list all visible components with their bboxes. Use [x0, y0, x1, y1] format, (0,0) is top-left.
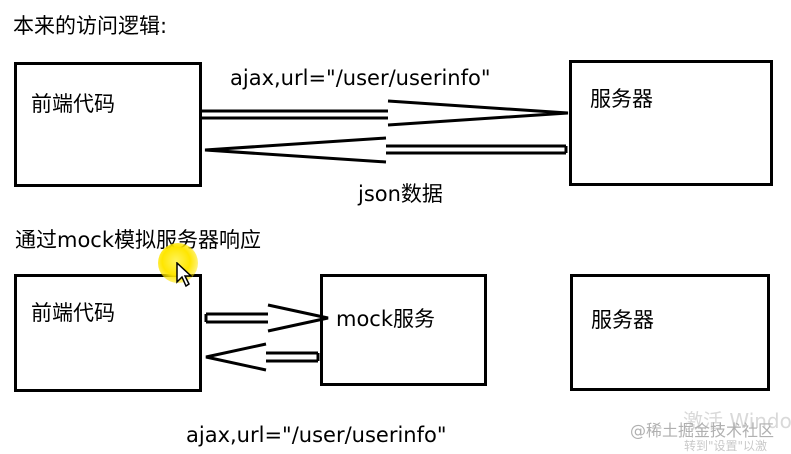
frontend-box-2: 前端代码 [14, 274, 202, 392]
activate-windows-subtext: 转到"设置"以激 [684, 439, 768, 453]
frontend-label-2: 前端代码 [31, 301, 115, 325]
server-label-1: 服务器 [590, 87, 653, 111]
request-label-1: ajax,url="/user/userinfo" [230, 66, 491, 90]
frontend-box-1: 前端代码 [14, 62, 202, 187]
response-arrow-1 [204, 136, 568, 164]
server-label-2: 服务器 [591, 308, 654, 332]
request-arrow-1 [202, 99, 569, 127]
activate-windows-text: 激活 Windo [683, 409, 791, 433]
response-arrow-2 [205, 342, 320, 372]
request-arrow-2 [204, 303, 329, 333]
mouse-pointer-icon [176, 262, 192, 288]
request-label-2: ajax,url="/user/userinfo" [186, 423, 447, 447]
frontend-label-1: 前端代码 [31, 92, 115, 116]
section1-title: 本来的访问逻辑: [13, 14, 168, 38]
mock-box: mock服务 [320, 274, 487, 386]
section2-title: 通过mock模拟服务器响应 [15, 228, 262, 252]
server-box-2: 服务器 [570, 274, 770, 391]
site-watermark: @稀土掘金技术社区 [630, 421, 775, 440]
server-box-1: 服务器 [569, 60, 773, 186]
response-label-1: json数据 [358, 182, 443, 206]
mock-label: mock服务 [336, 307, 436, 331]
